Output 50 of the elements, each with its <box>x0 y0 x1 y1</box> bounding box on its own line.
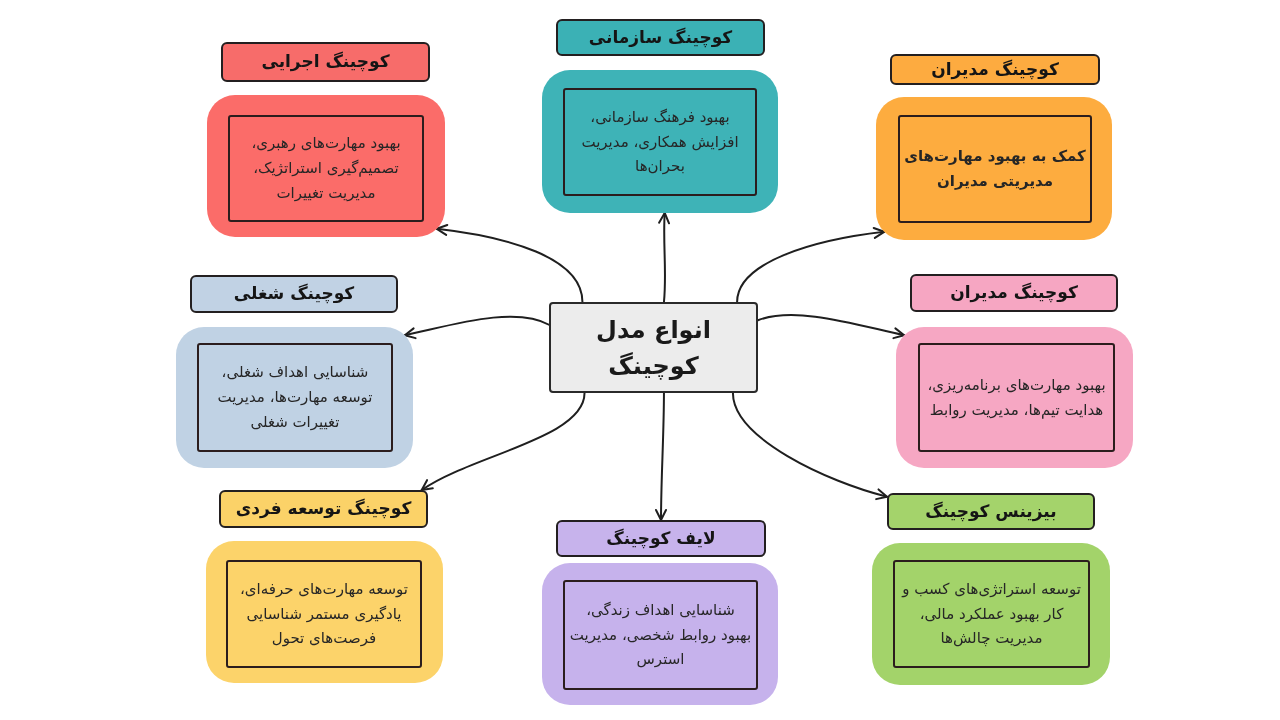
curved-arrow <box>655 392 668 521</box>
tab-title: کوچینگ سازمانی <box>588 26 733 49</box>
description-text: شناسایی اهداف زندگی، بهبود روابط شخصی، مدیریت استرس <box>569 599 752 671</box>
title-tab <box>890 54 1100 85</box>
description-text: بهبود مهارت‌های رهبری، تصمیم‌گیری استراتژیک، مدیریت تغییرات <box>250 133 402 204</box>
tab-title: بیزینس کوچینگ <box>925 500 1057 523</box>
tab-title: کوچینگ شغلی <box>233 283 355 305</box>
rounded-card <box>896 327 1133 468</box>
tab-title: لایف کوچینگ <box>606 527 716 550</box>
rounded-card <box>206 541 443 683</box>
title-tab <box>556 19 765 56</box>
curved-arrow <box>420 392 586 491</box>
description-frame <box>197 343 393 452</box>
title-tab <box>887 493 1095 530</box>
rounded-card <box>176 327 413 468</box>
rounded-card <box>876 97 1112 240</box>
tab-title: کوچینگ توسعه فردی <box>235 498 412 520</box>
center-title: انواع مدل کوچینگ <box>595 314 712 382</box>
description-frame <box>918 343 1115 452</box>
curved-arrow <box>403 315 550 339</box>
description-text: شناسایی اهداف شغلی، توسعه مهارت‌ها، مدیریت تغییرات شغلی <box>216 362 374 433</box>
center-box <box>549 302 758 393</box>
description-frame <box>563 580 758 690</box>
tab-title: کوچینگ مدیران <box>931 58 1059 81</box>
title-tab <box>910 274 1118 312</box>
description-text: بهبود فرهنگ سازمانی، افزایش همکاری، مدیریت بحران‌ها <box>580 106 740 178</box>
title-tab <box>221 42 430 82</box>
description-frame <box>226 560 422 668</box>
title-tab <box>190 275 398 313</box>
curved-arrow <box>736 227 886 303</box>
description-frame <box>228 115 424 222</box>
curved-arrow <box>757 314 906 339</box>
rounded-card <box>872 543 1110 685</box>
rounded-card <box>542 70 778 213</box>
rounded-card <box>207 95 445 237</box>
description-frame <box>898 115 1092 223</box>
description-frame <box>563 88 757 196</box>
curved-arrow <box>658 212 671 303</box>
description-frame <box>893 560 1090 668</box>
description-text: توسعه استراتژی‌های کسب و کار بهبود عملکرد مالی، مدیریت چالش‌ها <box>900 578 1082 650</box>
curved-arrow <box>435 224 584 303</box>
curved-arrow <box>731 392 888 500</box>
tab-title: کوچینگ مدیران <box>950 282 1078 304</box>
description-text: توسعه مهارت‌های حرفه‌ای، یادگیری مستمر شناسایی فرصت‌های تحول <box>239 578 409 650</box>
title-tab <box>219 490 428 528</box>
tab-title: کوچینگ اجرایی <box>261 51 390 73</box>
title-tab <box>556 520 766 557</box>
description-text: بهبود مهارت‌های برنامه‌ریزی، هدایت تیم‌ها، مدیریت روابط <box>926 374 1107 421</box>
rounded-card <box>542 563 778 705</box>
description-text: کمک به بهبود مهارت‌های مدیریتی مدیران <box>904 146 1086 192</box>
